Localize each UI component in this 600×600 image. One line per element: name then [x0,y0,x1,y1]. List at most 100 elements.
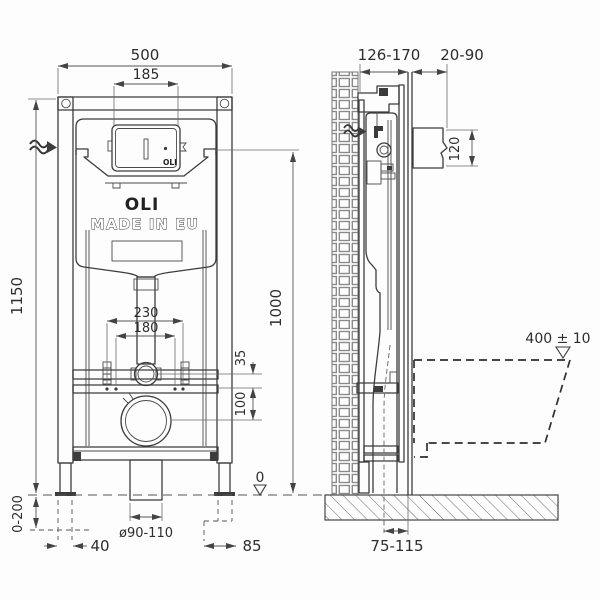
cistern-side-section [365,112,398,533]
elbow-flange-left [130,367,137,381]
cross-member-side-2 [363,454,399,462]
flush-button-slot [143,138,149,160]
dim-total-width: 500 [57,46,233,94]
frame-rail-left [57,96,74,464]
fill-valve-body [366,160,382,185]
dim-label-1150: 1150 [8,277,26,315]
dim-label-0-200: 0-200 [11,495,26,533]
frame-leg-side [358,461,370,494]
dim-label-drain-dia: ø90-110 [119,526,173,541]
dim-leg-adjust: 0-200 [11,495,90,533]
dim-finish-thickness: 20-90 [412,46,484,128]
side-view: 400 ± 10 126-170 20-90 120 75-115 [324,46,591,555]
frame-front-plate [398,84,405,463]
access-box-inner [115,128,177,168]
dim-label-1000: 1000 [267,289,285,327]
frame-structure [55,96,235,496]
flush-plate-block [412,127,448,169]
bracket-bar-lower [72,384,219,394]
dim-plate-width: 185 [113,67,179,126]
dim-plate-height-side: 120 [446,129,478,167]
drain-centerline [383,344,391,533]
bowl-outlet-step [414,443,428,458]
dim-label-180: 180 [134,321,159,336]
inlet-valve-circle [376,142,392,158]
flush-plate-side [412,127,448,169]
floor-section [324,494,559,521]
front-view: OLI MADE IN EU OLI [8,46,326,555]
bowl-level-marker: 400 ± 10 [525,331,591,360]
lower-cross-member [72,446,219,461]
water-flow-arrow-front [29,139,57,155]
upper-bracket-bolt [379,88,388,96]
frame-corner-hole-right [219,98,230,109]
frame-corner-hole-left [61,98,71,109]
pipe-collar [133,278,159,291]
plate-logo-small: OLI [163,158,177,167]
flush-elbow-inner [137,365,155,383]
fixing-stud-right [180,361,190,385]
drain-bend-outer [372,331,381,493]
dim-outlet-distance: 75-115 [370,495,424,555]
dim-label-75-115: 75-115 [370,537,423,555]
frame-leg-right [218,462,231,496]
dim-drain-diameter: ø90-110 [119,503,173,541]
datum-marker: 0 [253,470,267,497]
dim-label-85: 85 [242,537,261,555]
frame-rail-side [358,99,365,463]
dim-label-185: 185 [133,67,160,83]
oli-logo: OLI [125,195,160,215]
upper-wall-bracket [357,85,400,113]
lower-bracket-bolt [374,386,383,392]
datum-triangle [253,484,267,497]
frame-top-rail [57,96,233,111]
leg-clamp-left [73,452,81,461]
cistern-label-plate [111,240,183,262]
outlet-tab [122,392,134,404]
dim-label-100: 100 [234,392,249,417]
dim-label-35: 35 [234,350,249,367]
drain-outlet-inner [125,400,167,442]
floor-hatch [324,494,559,521]
wall-section [331,71,359,496]
brick-wall [331,71,359,496]
water-inlet-fitting [374,126,383,138]
access-box-clip-left [107,140,113,152]
valve-part-1 [380,163,394,172]
frame-leg-left [59,462,72,496]
flush-elbow-outer [133,361,159,387]
bracket-plate [389,371,398,384]
level-triangle [554,346,572,360]
dim-label-126-170: 126-170 [358,46,421,64]
bowl-outline [414,359,572,444]
dim-label-400: 400 ± 10 [525,331,590,347]
cistern-collar [76,148,216,177]
access-box-clip-right [180,142,187,152]
dim-frame-depth: 126-170 [358,46,421,92]
drain-pipe-stub [129,459,163,501]
dim-frame-height: 1150 [8,98,56,493]
valve-part-2 [380,172,396,180]
dim-label-40: 40 [90,537,109,555]
dim-outlet-drop: 100 [172,388,262,421]
dim-elbow-offset: 35 [158,350,262,400]
dim-drain-side-offset: 85 [203,500,262,555]
made-in-eu-label: MADE IN EU [91,217,200,233]
foot-plate-right [214,492,235,496]
cross-member-side-1 [363,445,399,454]
dim-foot-offset: 40 [44,500,110,555]
dim-plate-height: 100 0 [216,149,299,493]
dim-label-120: 120 [448,137,463,162]
cistern: OLI MADE IN EU [75,118,217,278]
wc-bowl-dashed [413,359,572,458]
flush-plate-box: OLI [107,124,187,172]
dim-label-500: 500 [131,46,160,64]
datum-label: 0 [256,470,265,486]
bracket-bar-upper [72,369,219,380]
dim-label-230: 230 [134,306,159,321]
leg-clamp-right [210,452,218,461]
dim-fixing-outer: 230 [106,306,184,386]
dim-label-20-90: 20-90 [440,46,484,64]
